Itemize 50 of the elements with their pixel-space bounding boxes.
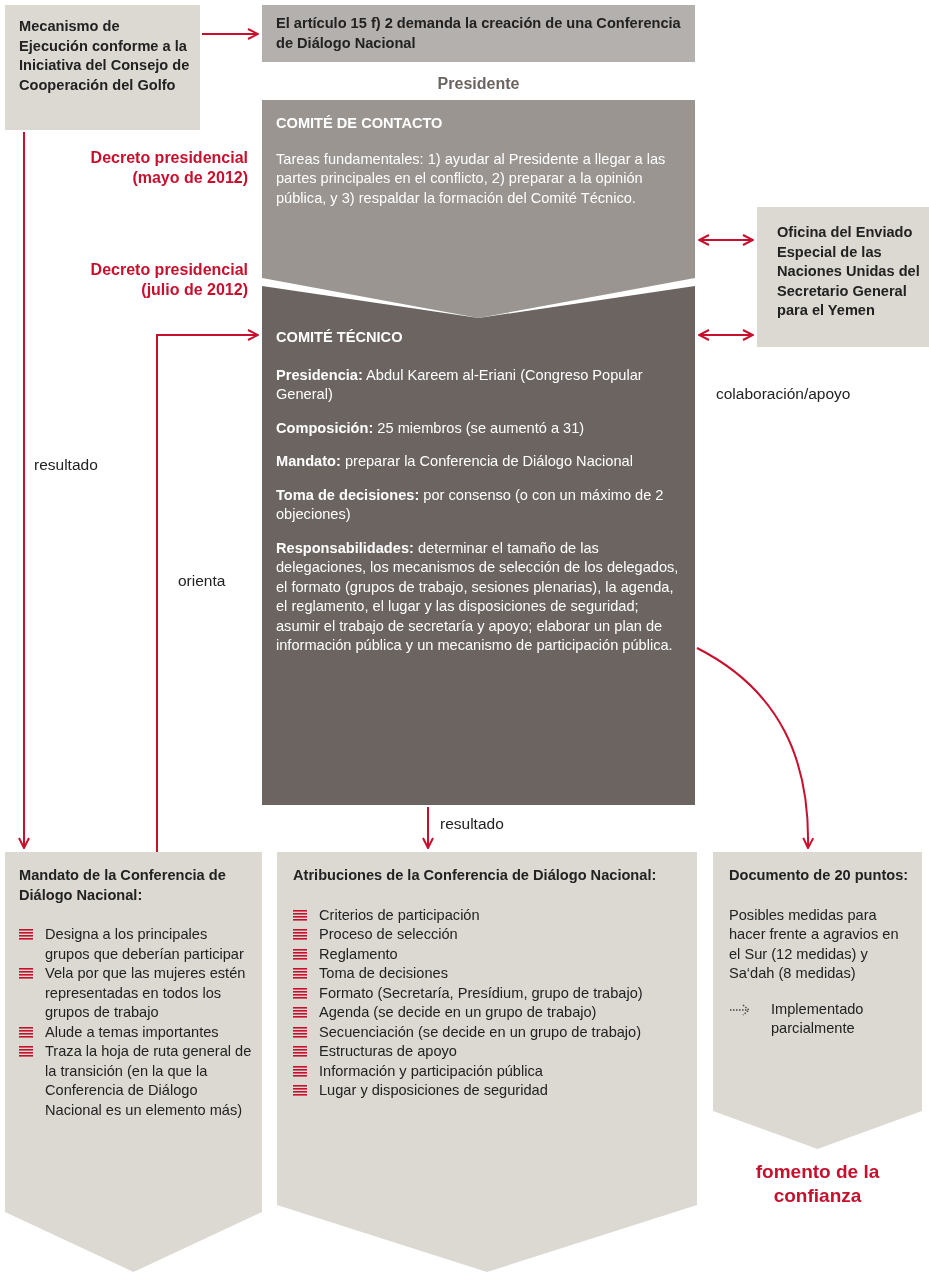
box-heading: El artículo 15 f) 2 demanda la creación de una Conferencia de Diálogo Nacional	[276, 14, 682, 53]
list-item-text: Criterios de participación	[319, 906, 480, 923]
box-heading: Atribuciones de la Conferencia de Diálogo Nacional:	[293, 866, 658, 885]
outcome-label: fomento de la confianza	[754, 1160, 881, 1208]
arrow	[698, 329, 754, 341]
chevron-box	[5, 852, 262, 1272]
list-item-text: Designa a los principales grupos que deberían participar	[45, 926, 244, 962]
list-item-text: Implementado parcialmente	[771, 1000, 864, 1036]
box-text: Posibles medidas para hacer frente a agravios en el Sur (12 medidas) y Sa‘dah (8 medidas)	[729, 905, 900, 983]
box-text: Toma de decisiones: por consenso (o con un máximo de 2 objeciones)	[276, 485, 665, 524]
list-item-text: Reglamento	[319, 945, 398, 962]
notched-box	[262, 286, 695, 805]
arrow	[156, 329, 259, 853]
list-item-text: Secuenciación (se decide en un grupo de trabajo)	[319, 1023, 642, 1040]
box-heading: Mecanismo de Ejecución conforme a la Iniciativa del Consejo de Cooperación del Golfo	[19, 17, 190, 95]
process-box	[262, 5, 695, 62]
list-item-text: Traza la hoja de ruta general de la transición (en la que la Conferencia de Diálogo Nacional es un elemento más)	[45, 1043, 252, 1118]
arrow	[698, 234, 754, 246]
arrow	[18, 131, 30, 849]
process-box	[757, 207, 929, 347]
list-item-text: Proceso de selección	[319, 926, 458, 942]
list-item-text: Información y participación pública	[319, 1062, 543, 1079]
process-box	[5, 5, 200, 130]
chevron-box	[277, 852, 697, 1272]
list-item-text: Toma de decisiones	[319, 965, 448, 981]
box-text: Mandato: preparar la Conferencia de Diálogo Nacional	[276, 452, 634, 471]
list-item-text: Estructuras de apoyo	[319, 1043, 457, 1059]
box-heading: COMITÉ TÉCNICO	[276, 328, 404, 347]
list-item-text: Formato (Secretaría, Presídium, grupo de trabajo)	[319, 984, 643, 1001]
box-heading: Documento de 20 puntos:	[729, 866, 910, 885]
box-text: Responsabilidades: determinar el tamaño de las delegaciones, los mecanismos de selección de los delegados, el formato (grupos de trabajo, sesiones plenarias), la agenda, el reglamento, el lugar y las disposiciones de seguridad; asumir el trabajo de secretaría y apoyo; elaborar un plan de información pública y un mecanismo de participación pública.	[276, 538, 680, 655]
arrow	[201, 28, 259, 40]
decree-label: Decreto presidencial (julio de 2012)	[89, 260, 248, 300]
box-text: Tareas fundamentales: 1) ayudar al Presidente a llegar a las partes principales en el conflicto, 2) preparar a la opinión pública, y 3) respaldar la formación del Comité Técnico.	[276, 149, 667, 208]
role-label: Presidente	[436, 74, 521, 94]
decree-label: Decreto presidencial (mayo de 2012)	[89, 148, 248, 188]
list-item-text: Lugar y disposiciones de seguridad	[319, 1082, 548, 1098]
box-text: Composición: 25 miembros (se aumentó a 31)	[276, 418, 586, 438]
chevron-box	[713, 852, 922, 1149]
list-item-text: Alude a temas importantes	[45, 1023, 219, 1040]
box-heading: Oficina del Enviado Especial de las Naciones Unidas del Secretario General para el Yemen	[777, 223, 921, 320]
list-item-text: Agenda (se decide en un grupo de trabajo)	[319, 1004, 597, 1020]
chevron-box	[262, 100, 695, 318]
list-item-text: Vela por que las mujeres estén representadas en todos los grupos de trabajo	[45, 965, 246, 1020]
edge-label: colaboración/apoyo	[714, 385, 853, 403]
box-heading: Mandato de la Conferencia de Diálogo Nacional:	[19, 866, 227, 905]
box-text: Presidencia: Abdul Kareem al-Eriani (Congreso Popular General)	[276, 365, 644, 404]
box-heading: COMITÉ DE CONTACTO	[276, 114, 444, 133]
arrow	[422, 806, 434, 849]
arrow	[696, 647, 814, 849]
